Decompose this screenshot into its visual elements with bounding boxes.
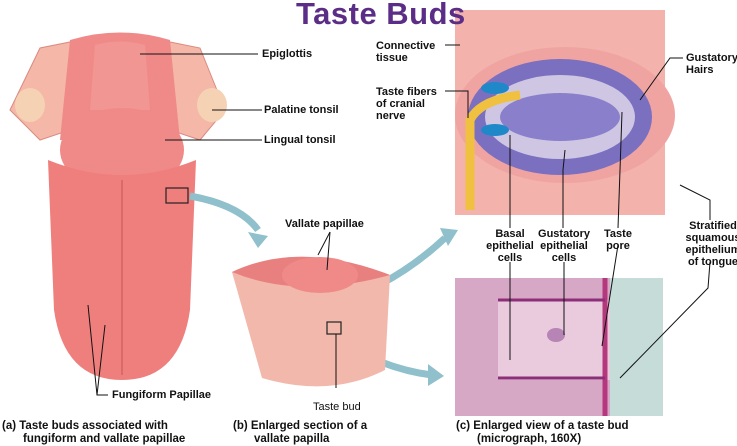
taste-bud-illustration	[455, 10, 675, 215]
label-taste-fibers: Taste fibers of cranial nerve	[376, 86, 437, 122]
label-vallate-papillae: Vallate papillae	[285, 218, 364, 230]
tongue-illustration	[9, 32, 227, 380]
caption-a-line1: (a) Taste buds associated with	[2, 420, 168, 432]
label-lingual-tonsil: Lingual tonsil	[264, 134, 336, 146]
label-basal-epithelial-cells: Basal epithelial cells	[486, 228, 534, 264]
label-fungiform-papillae: Fungiform Papillae	[112, 389, 212, 401]
label-palatine-tonsil: Palatine tonsil	[264, 104, 339, 116]
vallate-papilla-block	[232, 256, 390, 387]
label-gustatory-hairs: Gustatory Hairs	[686, 52, 737, 76]
figure-title: Taste Buds	[296, 0, 466, 31]
caption-b-line2: vallate papilla	[254, 433, 330, 445]
label-taste-bud: Taste bud	[313, 401, 361, 413]
micrograph	[455, 278, 663, 416]
caption-a-line2: fungiform and vallate papillae	[23, 433, 186, 445]
label-taste-pore: Taste pore	[604, 228, 632, 252]
caption-c-line1: (c) Enlarged view of a taste bud	[456, 420, 629, 432]
label-stratified-squamous-epithelium: Stratified squamous epithelium of tongue	[685, 220, 737, 268]
label-epiglottis: Epiglottis	[262, 48, 313, 60]
caption-b-line1: (b) Enlarged section of a	[233, 420, 368, 432]
caption-c-line2: (micrograph, 160X)	[477, 433, 582, 445]
label-gustatory-epithelial-cells: Gustatory epithelial cells	[538, 228, 590, 264]
label-connective-tissue: Connective tissue	[376, 40, 436, 64]
